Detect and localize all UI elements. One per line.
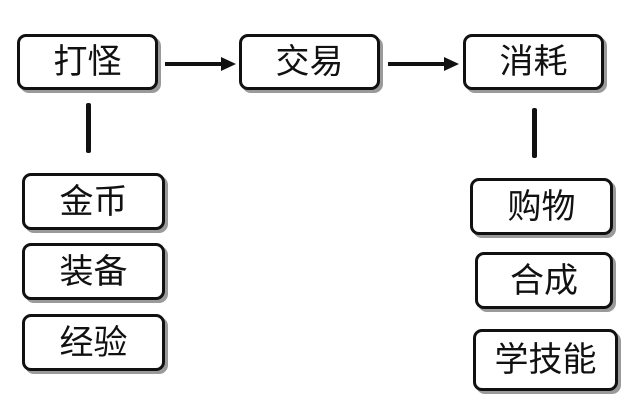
item-xuejineng: 学技能 [473,329,618,391]
arrow-2 [388,57,459,71]
item-label: 学技能 [494,340,597,380]
node-dagua: 打怪 [17,34,158,90]
item-jinbi: 金币 [22,173,165,230]
connector-left [86,103,91,153]
item-label: 购物 [507,186,576,227]
arrow-1 [165,57,236,71]
item-gouwu: 购物 [470,178,613,235]
item-label: 经验 [59,322,128,363]
item-label: 金币 [59,181,128,222]
node-jiaoyi: 交易 [239,34,380,90]
item-hecheng: 合成 [475,252,613,309]
node-label: 交易 [275,42,344,82]
connector-right [532,108,537,158]
item-zhuangbei: 装备 [22,243,165,300]
item-jingyan: 经验 [22,314,165,371]
node-label: 消耗 [499,42,568,82]
node-label: 打怪 [53,42,122,82]
item-label: 合成 [510,260,578,301]
item-label: 装备 [59,251,128,292]
node-xiaohao: 消耗 [463,34,604,90]
